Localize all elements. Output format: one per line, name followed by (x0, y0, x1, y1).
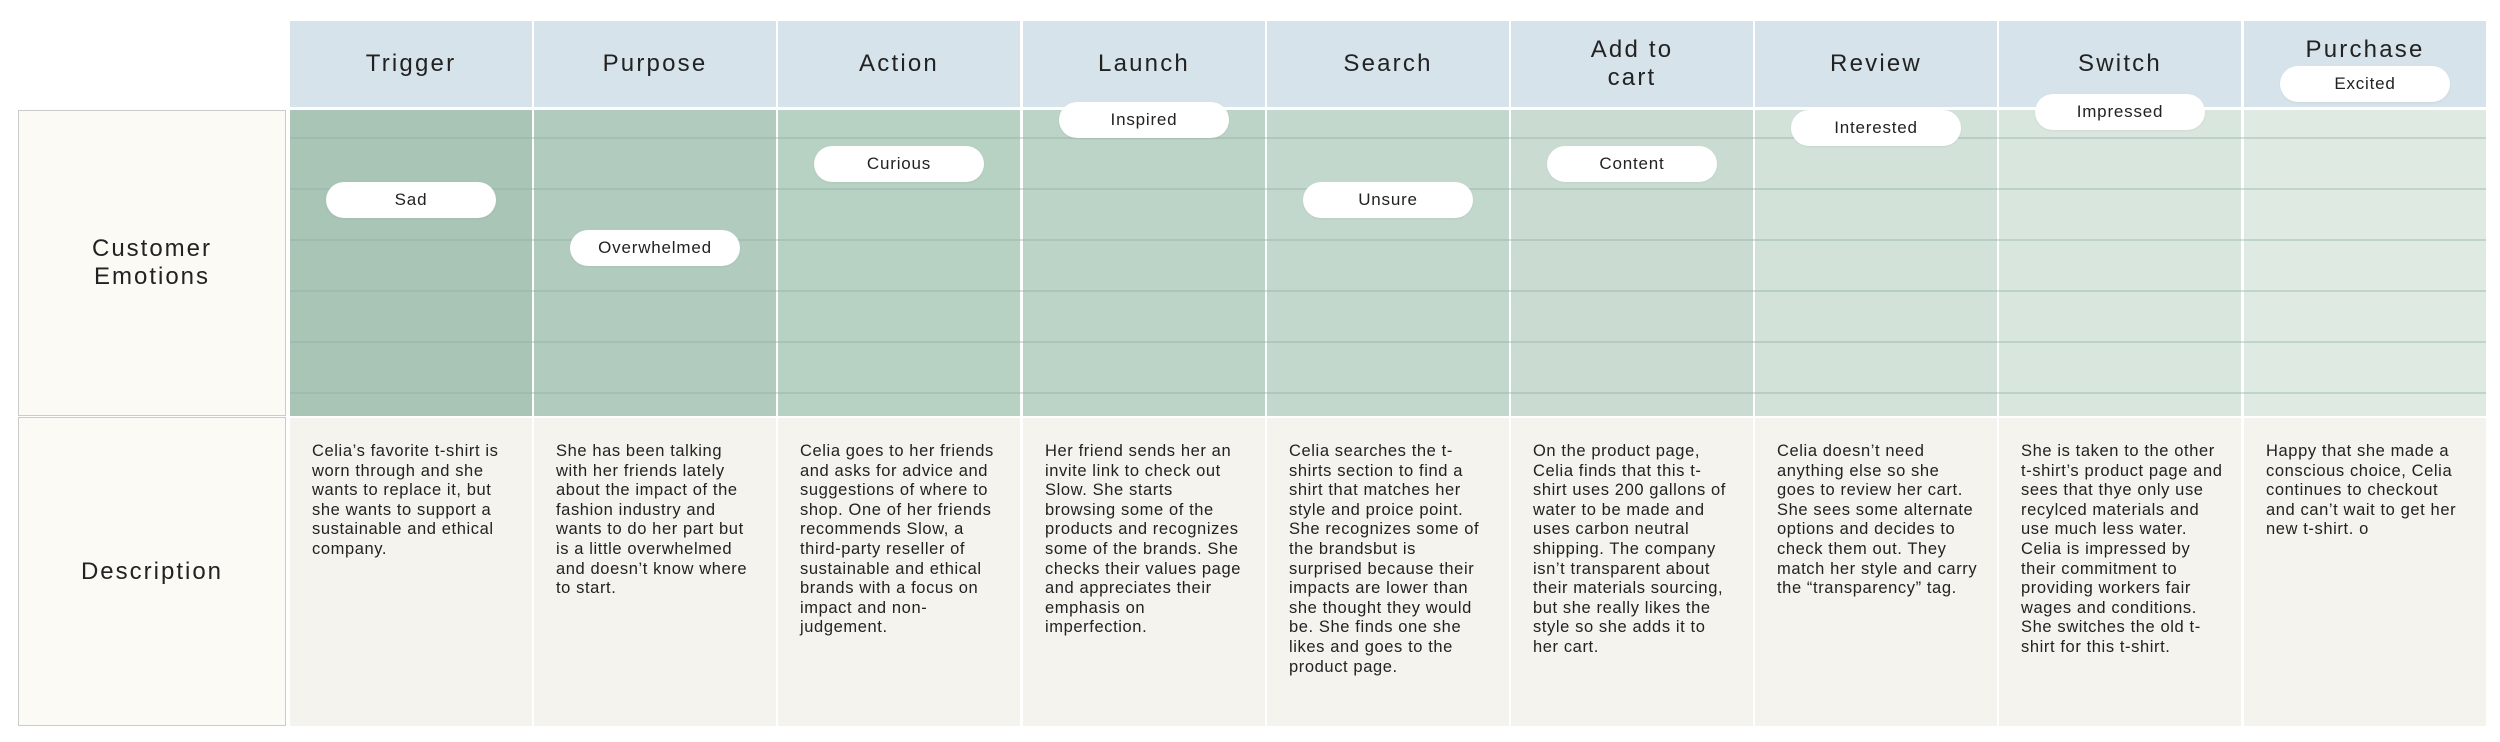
description-text: Celia searches the t-shirts section to f… (1289, 442, 1480, 676)
stage-header: Action (778, 21, 1020, 107)
stage-header: Trigger (290, 21, 532, 107)
emotion-pill: Sad (326, 182, 496, 218)
stage-title: Purpose (602, 50, 708, 77)
emotion-pill: Inspired (1059, 102, 1229, 138)
stage-header: Launch (1023, 21, 1265, 107)
emotion-pill: Unsure (1303, 182, 1473, 218)
description-cell: She has been talking with her friends la… (534, 418, 776, 726)
stage-title: Action (859, 50, 939, 77)
stage-title: Trigger (365, 50, 457, 77)
emotion-pill: Overwhelmed (570, 230, 740, 266)
description-cell: Happy that she made a conscious choice, … (2244, 418, 2486, 726)
description-cell: Celia searches the t-shirts section to f… (1267, 418, 1509, 726)
description-text: She is taken to the other t-shirt’s prod… (2021, 442, 2223, 656)
emotion-cell (1755, 110, 1997, 416)
stage-header: Review (1755, 21, 1997, 107)
emotion-cell (1999, 110, 2241, 416)
stage-header: Add to cart (1511, 21, 1753, 107)
stage-header: Purpose (534, 21, 776, 107)
emotion-cell (1267, 110, 1509, 416)
description-text: She has been talking with her friends la… (556, 442, 748, 598)
emotion-pill: Impressed (2035, 94, 2205, 130)
description-text: On the product page, Celia finds that th… (1533, 442, 1726, 656)
emotion-cell (2244, 110, 2486, 416)
description-text: Celia’s favorite t-shirt is worn through… (312, 442, 499, 558)
emotion-pill: Curious (814, 146, 984, 182)
stage-title: Switch (2078, 50, 2162, 77)
description-text: Her friend sends her an invite link to c… (1045, 442, 1242, 637)
emotion-pill: Excited (2280, 66, 2450, 102)
stage-title: Review (1830, 50, 1922, 77)
description-cell: Her friend sends her an invite link to c… (1023, 418, 1265, 726)
description-cell: Celia doesn’t need anything else so she … (1755, 418, 1997, 726)
stage-title: Search (1343, 50, 1433, 77)
stage-header: Switch (1999, 21, 2241, 107)
description-cell: On the product page, Celia finds that th… (1511, 418, 1753, 726)
emotion-cell (1023, 110, 1265, 416)
stage-header: Search (1267, 21, 1509, 107)
emotion-pill: Interested (1791, 110, 1961, 146)
description-cell: She is taken to the other t-shirt’s prod… (1999, 418, 2241, 726)
row-label-customer-emotions: Customer Emotions (18, 110, 286, 416)
row-label-text: Customer Emotions (91, 235, 213, 290)
emotion-pill: Content (1547, 146, 1717, 182)
stage-title: Launch (1098, 50, 1190, 77)
description-text: Celia goes to her friends and asks for a… (800, 442, 994, 637)
description-cell: Celia’s favorite t-shirt is worn through… (290, 418, 532, 726)
description-text: Happy that she made a conscious choice, … (2266, 442, 2457, 539)
description-cell: Celia goes to her friends and asks for a… (778, 418, 1020, 726)
row-label-description: Description (18, 417, 286, 726)
row-label-text: Description (80, 557, 224, 585)
description-text: Celia doesn’t need anything else so she … (1777, 442, 1978, 598)
stage-title: Add to cart (1590, 36, 1674, 91)
emotion-cell (290, 110, 532, 416)
